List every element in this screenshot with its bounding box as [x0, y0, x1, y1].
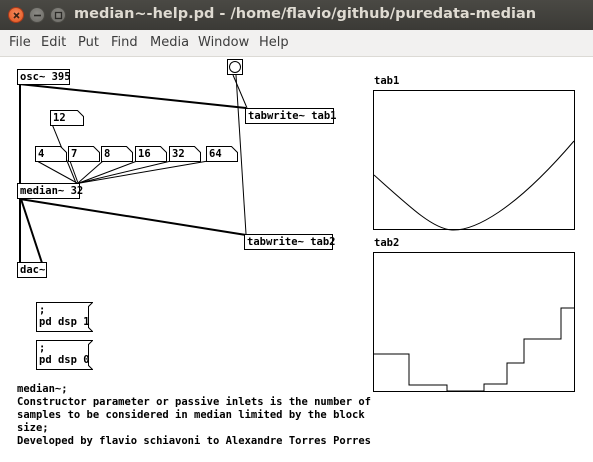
array-tab2-plot: [374, 307, 574, 392]
number-box-12[interactable]: 12: [50, 110, 84, 126]
help-comment: median~; Constructor parameter or passiv…: [17, 383, 372, 447]
median-object[interactable]: median~ 32: [17, 183, 83, 199]
number-value: 8: [104, 148, 111, 160]
message-text: ; pd dsp 0: [39, 342, 90, 366]
minimize-button[interactable]: [29, 7, 45, 23]
minimize-icon: [34, 14, 41, 17]
bang-circle: [229, 61, 241, 73]
number-value: 12: [53, 112, 66, 124]
close-icon: [13, 12, 20, 19]
menu-file[interactable]: File: [9, 35, 31, 50]
number-value: 7: [71, 148, 78, 160]
dsp-off-message[interactable]: ; pd dsp 0: [36, 340, 93, 370]
number-box-16[interactable]: 16: [135, 146, 167, 162]
maximize-icon: [54, 11, 63, 20]
tabwrite-tab2-object[interactable]: tabwrite~ tab2: [244, 234, 336, 250]
number-value: 16: [138, 148, 151, 160]
number-box-4[interactable]: 4: [35, 146, 67, 162]
number-box-outline: [101, 146, 133, 162]
number-value: 32: [172, 148, 185, 160]
menu-edit[interactable]: Edit: [41, 35, 67, 50]
patch-cords: [18, 74, 248, 264]
array-tab1-graph[interactable]: [373, 90, 575, 231]
array-tab2-graph[interactable]: [373, 252, 575, 392]
osc-object[interactable]: osc~ 395: [17, 69, 71, 85]
menu-help[interactable]: Help: [259, 35, 289, 50]
message-box-outline: [36, 302, 93, 332]
title-bar: median~-help.pd - /home/flavio/github/pu…: [0, 0, 593, 30]
array-tab1-label: tab1: [374, 75, 400, 87]
menu-media[interactable]: Media: [150, 35, 190, 50]
number-box-outline: [135, 146, 167, 162]
dac-object[interactable]: dac~: [17, 262, 47, 278]
menu-window[interactable]: Window: [198, 35, 250, 50]
dsp-on-message[interactable]: ; pd dsp 1: [36, 302, 93, 332]
bang-button[interactable]: [227, 59, 243, 75]
number-box-8[interactable]: 8: [101, 146, 133, 162]
window-title: median~-help.pd - /home/flavio/github/pu…: [74, 6, 537, 22]
number-box-outline: [206, 146, 238, 162]
array-tab2-label: tab2: [374, 237, 400, 249]
tabwrite-tab1-object[interactable]: tabwrite~ tab1: [245, 108, 337, 124]
menu-bar: File Edit Put Find Media Window Help: [0, 30, 593, 57]
number-box-outline: [50, 110, 84, 126]
number-box-outline: [68, 146, 100, 162]
number-box-outline: [35, 146, 67, 162]
close-button[interactable]: [8, 7, 24, 23]
message-text: ; pd dsp 1: [39, 304, 90, 328]
number-box-32[interactable]: 32: [169, 146, 201, 162]
number-box-64[interactable]: 64: [206, 146, 238, 162]
menu-find[interactable]: Find: [111, 35, 138, 50]
number-box-7[interactable]: 7: [68, 146, 100, 162]
message-box-outline: [36, 340, 93, 370]
number-value: 64: [209, 148, 222, 160]
number-box-outline: [169, 146, 201, 162]
menu-put[interactable]: Put: [78, 35, 99, 50]
number-value: 4: [38, 148, 45, 160]
array-tab1-plot: [374, 140, 575, 231]
maximize-button[interactable]: [50, 7, 66, 23]
patch-canvas[interactable]: osc~ 395 tabwrite~ tab1 median~ 32 tabwr…: [0, 57, 593, 462]
